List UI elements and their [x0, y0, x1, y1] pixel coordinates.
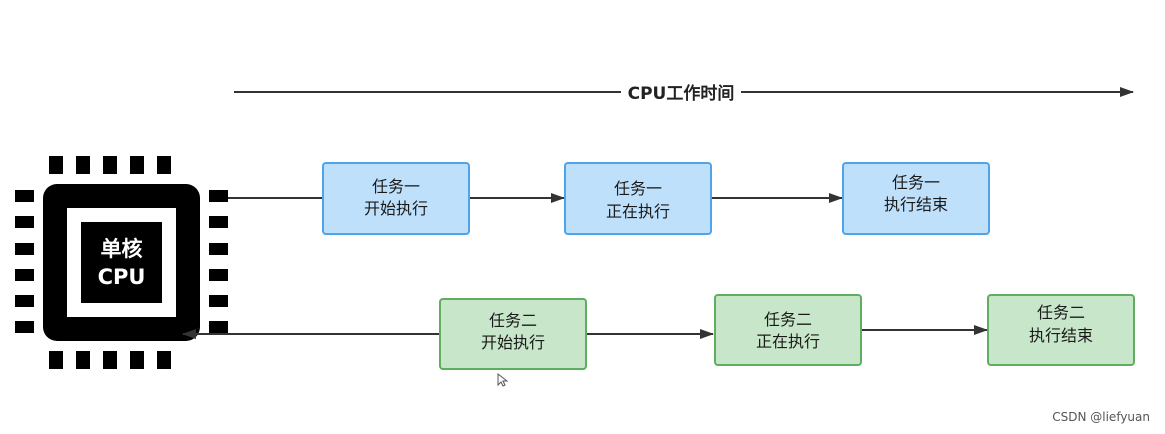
- watermark: CSDN @liefyuan: [1052, 410, 1150, 424]
- timeline-label: CPU工作时间: [628, 83, 735, 104]
- cpu-pin-bottom-0: [49, 351, 63, 369]
- cpu-pin-top-4: [157, 156, 171, 174]
- task1-running-line2: 正在执行: [606, 202, 670, 221]
- cpu-pin-left-4: [15, 295, 34, 307]
- cpu-pin-left-5: [15, 321, 34, 333]
- cpu-pin-left-2: [15, 243, 34, 255]
- task2-end-box: 任务二 执行结束: [987, 294, 1135, 366]
- cpu-pin-right-5: [209, 321, 228, 333]
- task1-running-box: 任务一 正在执行: [564, 162, 712, 235]
- cpu-pin-right-3: [209, 269, 228, 281]
- cpu-pin-right-2: [209, 243, 228, 255]
- task1-start-box: 任务一 开始执行: [322, 162, 470, 235]
- cpu-pins: [15, 156, 228, 369]
- task2-row: 任务二 开始执行 任务二 正在执行 任务二 执行结束: [182, 294, 1135, 370]
- task2-end-line2: 执行结束: [1029, 326, 1093, 345]
- cpu-pin-top-0: [49, 156, 63, 174]
- task1-row: 任务一 开始执行 任务一 正在执行 任务一 执行结束: [228, 162, 990, 235]
- cpu-pin-left-0: [15, 190, 34, 202]
- cpu-label-line2: CPU: [98, 265, 146, 289]
- task1-start-line2: 开始执行: [364, 199, 428, 218]
- mouse-cursor-icon: [497, 372, 509, 387]
- cpu-pin-bottom-2: [103, 351, 117, 369]
- cpu-pin-right-4: [209, 295, 228, 307]
- timeline-label-bg: [621, 80, 741, 104]
- timeline: CPU工作时间: [234, 80, 1134, 104]
- task1-end-line2: 执行结束: [884, 195, 948, 214]
- cpu-pin-right-1: [209, 216, 228, 228]
- cpu-pin-left-3: [15, 269, 34, 281]
- task2-start-box: 任务二 开始执行: [439, 298, 587, 370]
- cpu-pin-left-1: [15, 216, 34, 228]
- cpu-pin-bottom-4: [157, 351, 171, 369]
- cpu-pin-bottom-3: [130, 351, 144, 369]
- task1-end-box: 任务一 执行结束: [842, 162, 990, 235]
- cpu-chip-icon: 单核 CPU: [15, 156, 228, 369]
- task2-end-line1: 任务二: [1037, 303, 1085, 322]
- task1-running-line1: 任务一: [614, 179, 662, 198]
- cpu-pin-top-2: [103, 156, 117, 174]
- task1-end-line1: 任务一: [892, 173, 940, 192]
- cpu-chip-core: [81, 222, 162, 303]
- task2-start-line2: 开始执行: [481, 333, 545, 352]
- task2-running-line2: 正在执行: [756, 332, 820, 351]
- task2-running-line1: 任务二: [764, 310, 812, 329]
- cpu-pin-bottom-1: [76, 351, 90, 369]
- cpu-pin-top-3: [130, 156, 144, 174]
- task1-start-line1: 任务一: [372, 177, 420, 196]
- task2-running-box: 任务二 正在执行: [714, 294, 862, 366]
- cpu-label-line1: 单核: [101, 237, 143, 261]
- task2-start-line1: 任务二: [489, 311, 537, 330]
- cpu-pin-right-0: [209, 190, 228, 202]
- cpu-pin-top-1: [76, 156, 90, 174]
